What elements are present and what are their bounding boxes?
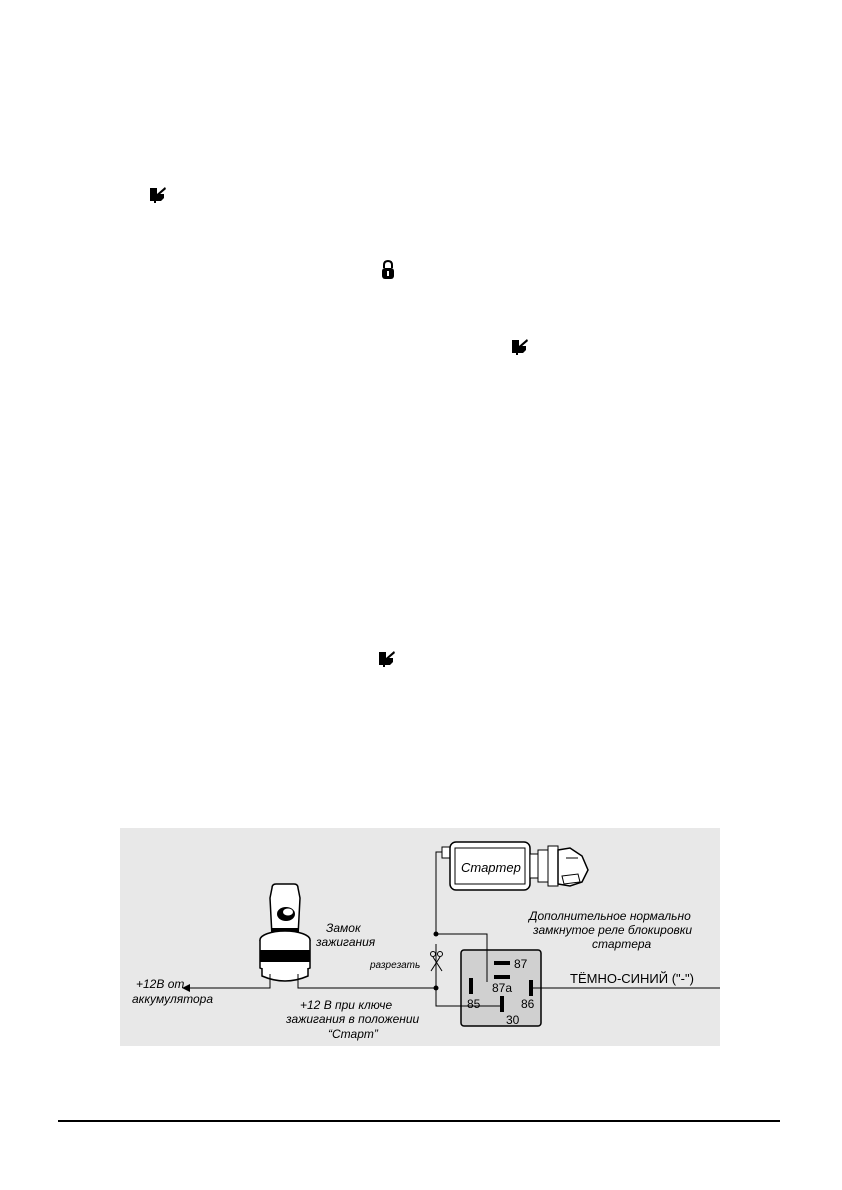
battery-label-line1: +12В от [136, 977, 184, 991]
start-label-line2: зажигания в положении [285, 1012, 420, 1026]
ignition-label-line2: зажигания [315, 935, 376, 949]
wire-color-label: ТЁМНО-СИНИЙ ("-") [570, 971, 694, 986]
padlock-icon [382, 260, 394, 279]
junction-dot [433, 931, 439, 937]
battery-arrow [182, 984, 190, 992]
ignition-label-line1: Замок [326, 921, 362, 935]
junction-dot [433, 985, 439, 991]
car-trunk-open-icon [379, 651, 395, 667]
ignition-lock [259, 883, 311, 982]
start-label-line3: “Старт” [328, 1027, 379, 1041]
relay-pin-86-contact [529, 980, 533, 996]
relay-pin-87a-contact [494, 975, 510, 979]
start-label-line1: +12 В при ключе [300, 998, 392, 1012]
wires [190, 851, 720, 1007]
scissors-icon [430, 951, 443, 972]
relay-pin-85-contact [469, 978, 473, 994]
battery-label-line2: аккумулятора [132, 992, 213, 1006]
relay-description-line2: замкнутое реле блокировки [532, 923, 692, 937]
car-trunk-open-icon [150, 187, 166, 203]
relay-pin-85-label: 85 [467, 997, 481, 1011]
relay-pin-87a-label: 87a [492, 981, 512, 995]
relay-pin-86-label: 86 [521, 997, 535, 1011]
car-trunk-open-icon [512, 339, 528, 355]
cut-label: разрезать [369, 960, 420, 971]
relay-pin-87-label: 87 [514, 957, 528, 971]
relay-pin-30-label: 30 [506, 1013, 520, 1027]
diagram-background [120, 828, 720, 1046]
starter-label: Стартер [461, 860, 521, 875]
starter-motor [441, 841, 589, 891]
relay-pin-87-contact [494, 961, 510, 965]
starter-blocking-relay-diagram: Стартер Замок зажигания Дополнительное н… [120, 828, 720, 1046]
relay-description-line3: стартера [592, 937, 652, 951]
relay-pin-30-contact [500, 996, 504, 1012]
relay-description-line1: Дополнительное нормально [527, 909, 691, 923]
footer-divider [58, 1120, 780, 1122]
